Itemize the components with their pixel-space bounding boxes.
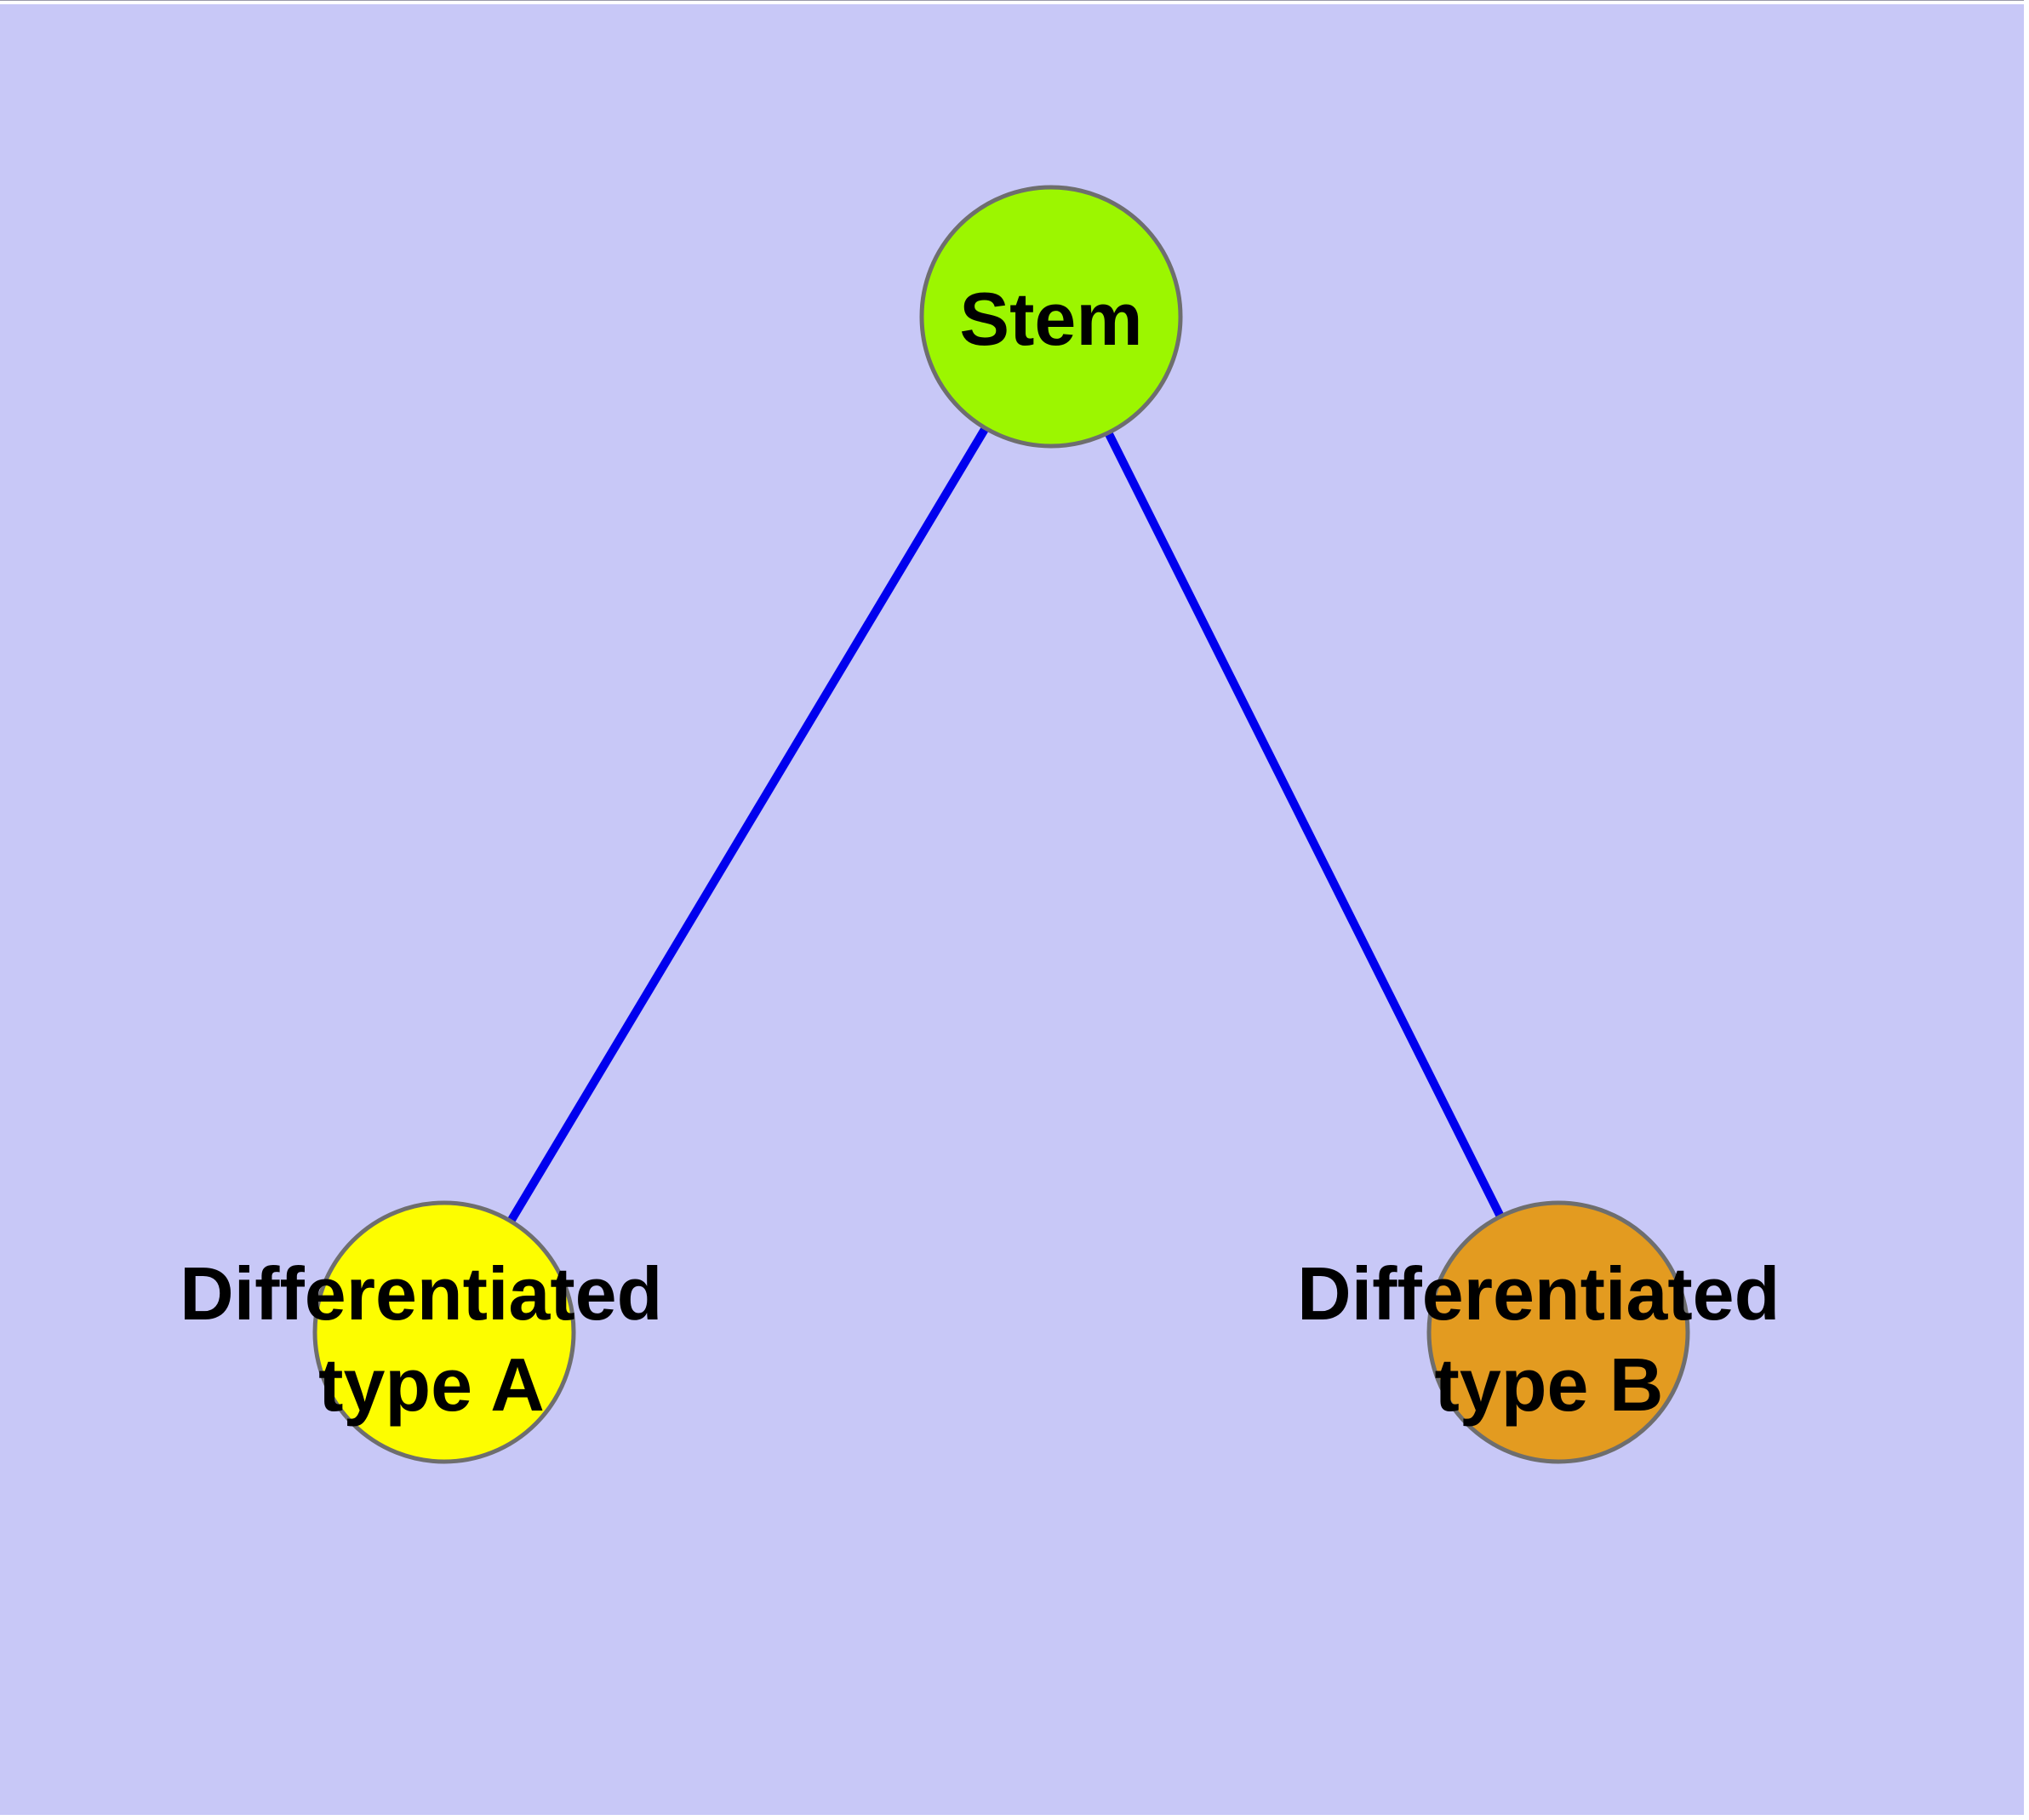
node-stem (919, 185, 1183, 449)
node-type-b-label-line2: type B (1435, 1342, 1664, 1427)
node-type-a-label-line1: Differentiated (180, 1251, 662, 1336)
edge-stem-typeA (440, 316, 1055, 1335)
window-right-edge (2024, 0, 2029, 1820)
edge-stem-typeB (1047, 316, 1563, 1335)
node-type-b-label: Differentiated type B (1297, 1251, 1801, 1427)
node-type-a-label: Differentiated type A (180, 1251, 683, 1427)
node-type-a-label-line2: type A (318, 1342, 545, 1427)
window-top-edge (0, 0, 2029, 4)
node-differentiated-type-a (312, 1200, 576, 1464)
window-bottom-edge (0, 1815, 2029, 1820)
node-type-b-label-line1: Differentiated (1297, 1251, 1780, 1336)
node-differentiated-type-b (1426, 1200, 1690, 1464)
node-stem-label: Stem (959, 277, 1142, 361)
